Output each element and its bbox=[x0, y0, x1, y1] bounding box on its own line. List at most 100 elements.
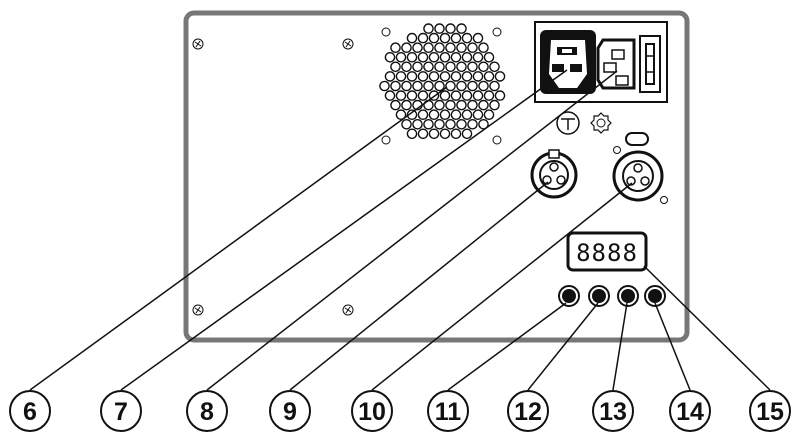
callout-circle bbox=[351, 390, 393, 432]
grille-hole bbox=[417, 128, 429, 140]
fuse-holder[interactable] bbox=[639, 35, 661, 93]
grille-hole bbox=[434, 80, 445, 92]
grille-hole bbox=[461, 71, 473, 82]
callout-11: 11 bbox=[427, 390, 469, 432]
grille-hole bbox=[406, 109, 418, 120]
grille-hole bbox=[461, 32, 473, 44]
grille-hole bbox=[395, 52, 407, 63]
leader-line-13 bbox=[612, 302, 628, 391]
grille-hole bbox=[401, 42, 412, 54]
callout-12: 12 bbox=[507, 390, 549, 432]
callout-label: 7 bbox=[114, 398, 128, 426]
grille-hole bbox=[439, 128, 451, 140]
grille-hole bbox=[494, 71, 506, 82]
grille-hole bbox=[461, 109, 473, 120]
led-display: 8888 bbox=[566, 231, 648, 272]
callout-label: 11 bbox=[435, 398, 462, 426]
leader-line-14 bbox=[654, 302, 691, 391]
grille-hole bbox=[483, 109, 495, 120]
callout-label: 14 bbox=[676, 398, 704, 426]
grille-hole bbox=[434, 23, 445, 34]
power-module bbox=[534, 21, 668, 103]
grille-hole bbox=[483, 52, 495, 63]
callout-9: 9 bbox=[269, 390, 311, 432]
callout-circle bbox=[749, 390, 791, 432]
grille-hole bbox=[401, 119, 412, 130]
grille-hole bbox=[478, 99, 489, 111]
leader-line-12 bbox=[527, 302, 599, 391]
control-button-4[interactable] bbox=[644, 285, 666, 307]
control-button-2[interactable] bbox=[588, 285, 610, 307]
grille-hole bbox=[417, 32, 429, 44]
grille-hole bbox=[461, 90, 473, 101]
leader-line-15 bbox=[643, 265, 771, 391]
grille-hole bbox=[478, 119, 489, 130]
grille-hole bbox=[390, 80, 401, 92]
control-button-1[interactable] bbox=[558, 285, 580, 307]
grille-hole bbox=[456, 119, 467, 130]
grille-hole bbox=[450, 71, 462, 82]
grille-hole bbox=[445, 61, 456, 73]
grille-hole bbox=[428, 52, 440, 63]
grille-hole bbox=[423, 61, 434, 73]
callout-label: 12 bbox=[514, 398, 542, 426]
display-digits: 8888 bbox=[576, 239, 638, 267]
grille-hole bbox=[384, 52, 396, 63]
grille-hole bbox=[450, 90, 462, 101]
grille-hole bbox=[434, 42, 445, 54]
grille-hole bbox=[472, 32, 484, 44]
grille-hole bbox=[467, 119, 478, 130]
grille-hole bbox=[450, 109, 462, 120]
callout-15: 15 bbox=[749, 390, 791, 432]
grille-hole bbox=[412, 42, 423, 54]
grille-hole bbox=[384, 90, 396, 101]
grille-hole bbox=[406, 128, 418, 140]
grille-hole bbox=[401, 99, 412, 111]
leader-line-6 bbox=[29, 86, 448, 391]
grille-hole bbox=[390, 42, 401, 54]
power-in-socket[interactable] bbox=[540, 30, 596, 94]
leader-line-11 bbox=[447, 302, 567, 391]
grille-hole bbox=[445, 99, 456, 111]
grille-hole bbox=[406, 32, 418, 44]
power-out-socket[interactable] bbox=[596, 38, 636, 90]
grille-hole bbox=[489, 99, 500, 111]
grille-hole bbox=[467, 80, 478, 92]
ground-screw[interactable] bbox=[590, 112, 612, 134]
grille-hole bbox=[445, 42, 456, 54]
control-button-3[interactable] bbox=[617, 285, 639, 307]
fan-screw bbox=[492, 135, 502, 145]
grille-hole bbox=[428, 71, 440, 82]
leader-line-10 bbox=[371, 182, 633, 391]
grille-hole bbox=[412, 61, 423, 73]
grille-hole bbox=[434, 99, 445, 111]
panel-screw bbox=[192, 38, 204, 50]
grille-hole bbox=[384, 71, 396, 82]
grille-hole bbox=[439, 32, 451, 44]
grille-hole bbox=[423, 80, 434, 92]
grille-hole bbox=[467, 99, 478, 111]
grille-hole bbox=[439, 109, 451, 120]
grille-hole bbox=[450, 32, 462, 44]
grille-hole bbox=[434, 61, 445, 73]
grille-hole bbox=[412, 80, 423, 92]
grille-hole bbox=[428, 128, 440, 140]
grille-hole bbox=[439, 52, 451, 63]
grille-hole bbox=[483, 71, 495, 82]
callout-label: 10 bbox=[358, 398, 386, 426]
grille-hole bbox=[445, 119, 456, 130]
callout-circle bbox=[592, 390, 634, 432]
grille-hole bbox=[417, 109, 429, 120]
grille-hole bbox=[417, 90, 429, 101]
grille-hole bbox=[423, 23, 434, 34]
callout-circle bbox=[269, 390, 311, 432]
callout-label: 8 bbox=[200, 398, 214, 426]
grille-hole bbox=[494, 90, 506, 101]
callout-label: 6 bbox=[23, 398, 37, 426]
leader-line-9 bbox=[289, 181, 549, 391]
grille-hole bbox=[406, 52, 418, 63]
grille-hole bbox=[395, 71, 407, 82]
callout-6: 6 bbox=[9, 390, 51, 432]
callout-circle bbox=[507, 390, 549, 432]
